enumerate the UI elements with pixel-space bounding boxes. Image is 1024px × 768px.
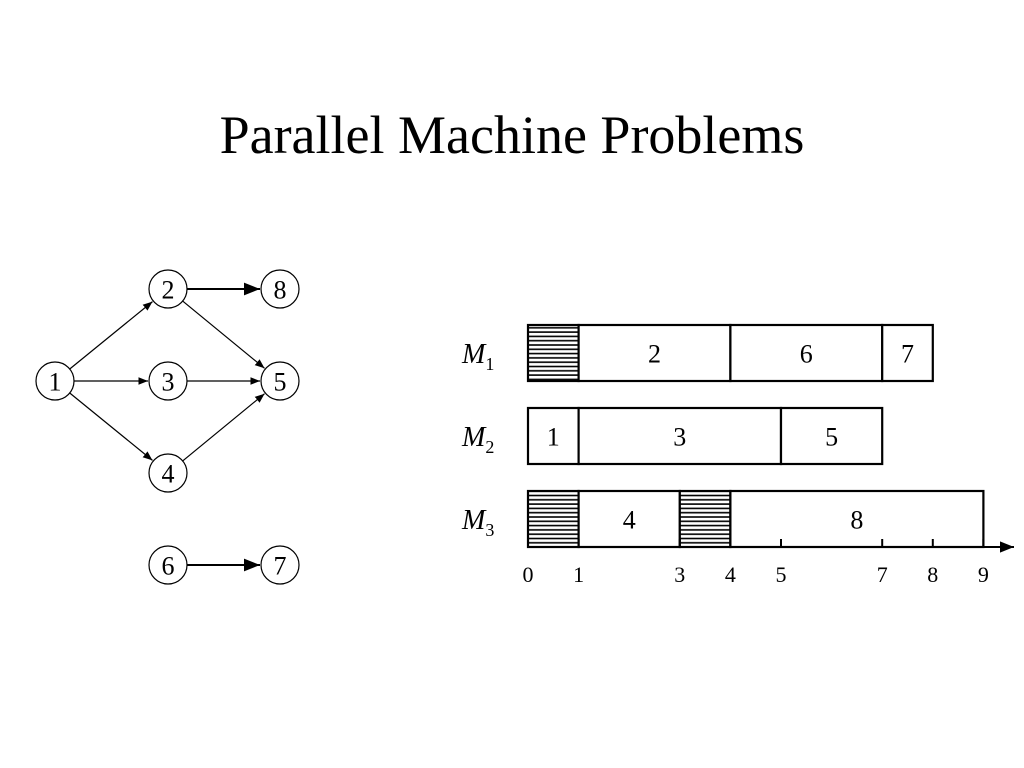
idle-block [526,323,580,383]
node-5: 5 [260,361,300,401]
node-6: 6 [148,545,188,585]
tick-label: 3 [674,562,685,587]
tick-label: 5 [776,562,787,587]
job-block-4: 4 [577,489,681,549]
node-label: 5 [274,368,287,397]
node-circle [148,453,188,493]
edge-1-2 [69,301,153,370]
node-label: 4 [162,460,175,489]
node-8: 8 [260,269,300,309]
node-circle [260,545,300,585]
tick-label: 9 [978,562,989,587]
time-axis: 0 1 3 4 5 7 8 9 [523,539,1014,587]
node-label: 3 [162,368,175,397]
job-label: 5 [825,423,838,452]
node-7: 7 [260,545,300,585]
idle-hatch [526,323,580,383]
tick-label: 4 [725,562,736,587]
job-block-3: 3 [577,406,783,466]
job-rect [577,323,732,383]
node-label: 8 [274,276,287,305]
job-label: 4 [623,506,636,535]
job-rect [577,406,783,466]
machine-label: M1 [461,339,494,374]
graph-edges [69,282,265,572]
node-circle [260,269,300,309]
idle-hatch [526,489,580,549]
node-label: 1 [49,368,62,397]
machine-label: M3 [461,505,494,540]
node-label: 7 [274,552,287,581]
machine-row-1: M1 2 6 7 [461,323,934,383]
machine-row-3: M3 4 8 [461,489,985,549]
job-block-6: 6 [729,323,884,383]
job-block-5: 5 [779,406,884,466]
tick-label: 7 [877,562,888,587]
job-rect [779,406,884,466]
idle-block [526,489,580,549]
job-block-2: 2 [577,323,732,383]
graph-nodes: 1 2 3 4 5 6 7 8 [35,269,300,585]
edge-2-5 [182,300,265,369]
tick-label: 1 [573,562,584,587]
node-circle [260,361,300,401]
tick-label: 0 [523,562,534,587]
slide-title: Parallel Machine Problems [219,105,805,165]
job-label: 2 [648,340,661,369]
node-4: 4 [148,453,188,493]
node-2: 2 [148,269,188,309]
node-circle [148,545,188,585]
node-label: 2 [162,276,175,305]
machine-label: M2 [461,422,494,457]
job-label: 8 [850,506,863,535]
edge-4-5 [182,393,265,462]
job-block-1: 1 [526,406,580,466]
node-circle [35,361,75,401]
node-3: 3 [148,361,188,401]
job-rect [881,323,934,383]
job-block-7: 7 [881,323,934,383]
machine-row-2: M2 1 3 5 [461,406,884,466]
idle-block [678,489,732,549]
job-block-8: 8 [729,489,985,549]
job-label: 6 [800,340,813,369]
node-1: 1 [35,361,75,401]
job-label: 1 [547,423,560,452]
node-circle [148,269,188,309]
machine-rows: M1 2 6 7M2 1 3 5M3 4 8 [461,323,985,549]
node-label: 6 [162,552,175,581]
tick-label: 8 [927,562,938,587]
job-label: 3 [673,423,686,452]
job-label: 7 [901,340,914,369]
node-circle [148,361,188,401]
job-rect [729,489,985,549]
edge-1-4 [69,392,153,461]
idle-hatch [678,489,732,549]
